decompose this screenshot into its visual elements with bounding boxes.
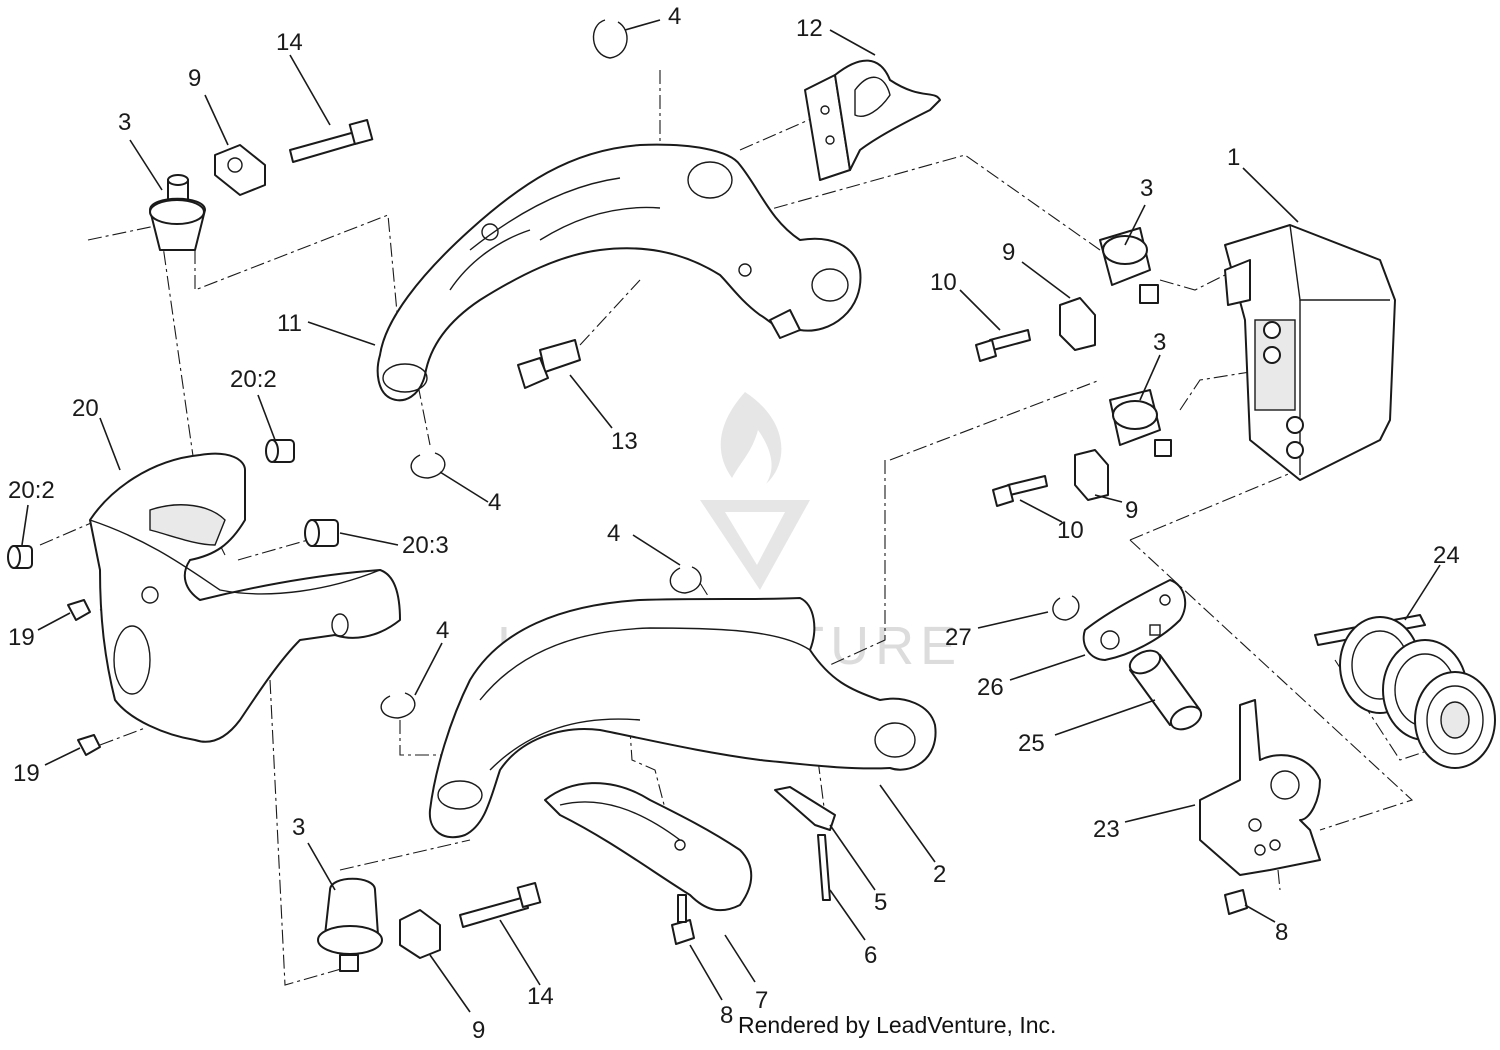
housing-1 [1224,224,1396,481]
leader-lines [21,19,1441,1013]
callout-10-upper: 10 [930,269,957,296]
bolt-10-lower [992,475,1048,507]
ball-joint-upper-left [149,174,206,251]
clamp-right-2 [1074,449,1109,501]
callout-3-upper-left: 3 [118,109,131,136]
callout-9-right-2: 9 [1125,497,1138,524]
snap-ring-lower-arm [669,566,702,594]
pin-6 [817,834,831,901]
snap-ring-upper-arm [410,452,446,479]
callout-8-lower: 8 [720,1002,733,1029]
callout-8-right: 8 [1275,919,1288,946]
callout-20-2-left: 20:2 [8,477,55,504]
callout-26: 26 [977,674,1004,701]
bracket-12 [804,59,941,181]
callouts: 1 2 3 3 3 3 4 4 4 4 5 6 7 8 8 9 9 9 9 10… [8,3,1460,1044]
snap-ring-27 [1052,595,1080,621]
callout-12: 12 [796,15,823,42]
clip-5 [774,786,836,831]
callout-14-lower: 14 [527,983,554,1010]
callout-2: 2 [933,861,946,888]
bolt-14-lower [459,882,542,928]
cylinder-25 [1128,649,1203,731]
clamp-lower [399,909,441,959]
callout-19-lower: 19 [13,760,40,787]
shield-7 [544,782,753,912]
upper-control-arm [376,143,862,402]
callout-4-lower-arm: 4 [607,520,620,547]
snap-ring-top [592,19,628,59]
nut-19-upper [67,599,91,621]
knuckle-20 [89,452,401,743]
callout-5: 5 [874,889,887,916]
plate-26 [1082,579,1187,661]
callout-4-upper-arm: 4 [488,489,501,516]
bolt-13 [517,339,581,389]
callout-4-top: 4 [668,3,681,30]
ball-joint-lower [317,877,383,972]
callout-9-lower: 9 [472,1017,485,1044]
bolt-10-upper [975,329,1031,362]
bracket-23 [1199,699,1321,876]
ball-joint-right-2 [1109,389,1172,457]
callout-24: 24 [1433,542,1460,569]
callout-19-upper: 19 [8,624,35,651]
clamp-right-1 [1059,297,1096,351]
callout-25: 25 [1018,730,1045,757]
bushing-20-3 [304,519,339,547]
callout-4-lower-left: 4 [436,617,449,644]
clamp-upper-left [214,144,266,196]
callout-6: 6 [864,942,877,969]
callout-3-lower: 3 [292,814,305,841]
spring-24 [1314,614,1496,769]
bushing-20-2-left [7,545,33,569]
bolt-8-right [1224,889,1248,915]
callout-20-2-top: 20:2 [230,366,277,393]
callout-23: 23 [1093,816,1120,843]
callout-10-lower: 10 [1057,517,1084,544]
callout-9-upper-left: 9 [188,65,201,92]
callout-20-3: 20:3 [402,532,449,559]
callout-14-upper: 14 [276,29,303,56]
bolt-8-lower [671,894,695,945]
callout-7: 7 [755,987,768,1014]
bolt-14-upper [289,119,374,163]
callout-1: 1 [1227,144,1240,171]
footer-credit: Rendered by LeadVenture, Inc. [738,1012,1057,1038]
ball-joint-right-1 [1099,227,1159,304]
callout-13: 13 [611,428,638,455]
nut-19-lower [77,734,101,756]
callout-3-right-2: 3 [1153,329,1166,356]
lower-control-arm [428,597,937,839]
callout-27: 27 [945,624,972,651]
callout-11: 11 [277,310,302,337]
callout-3-right-1: 3 [1140,175,1153,202]
snap-ring-lower-left [380,692,416,719]
bushing-20-2-top [265,439,295,463]
callout-9-right-1: 9 [1002,239,1015,266]
callout-20: 20 [72,395,99,422]
